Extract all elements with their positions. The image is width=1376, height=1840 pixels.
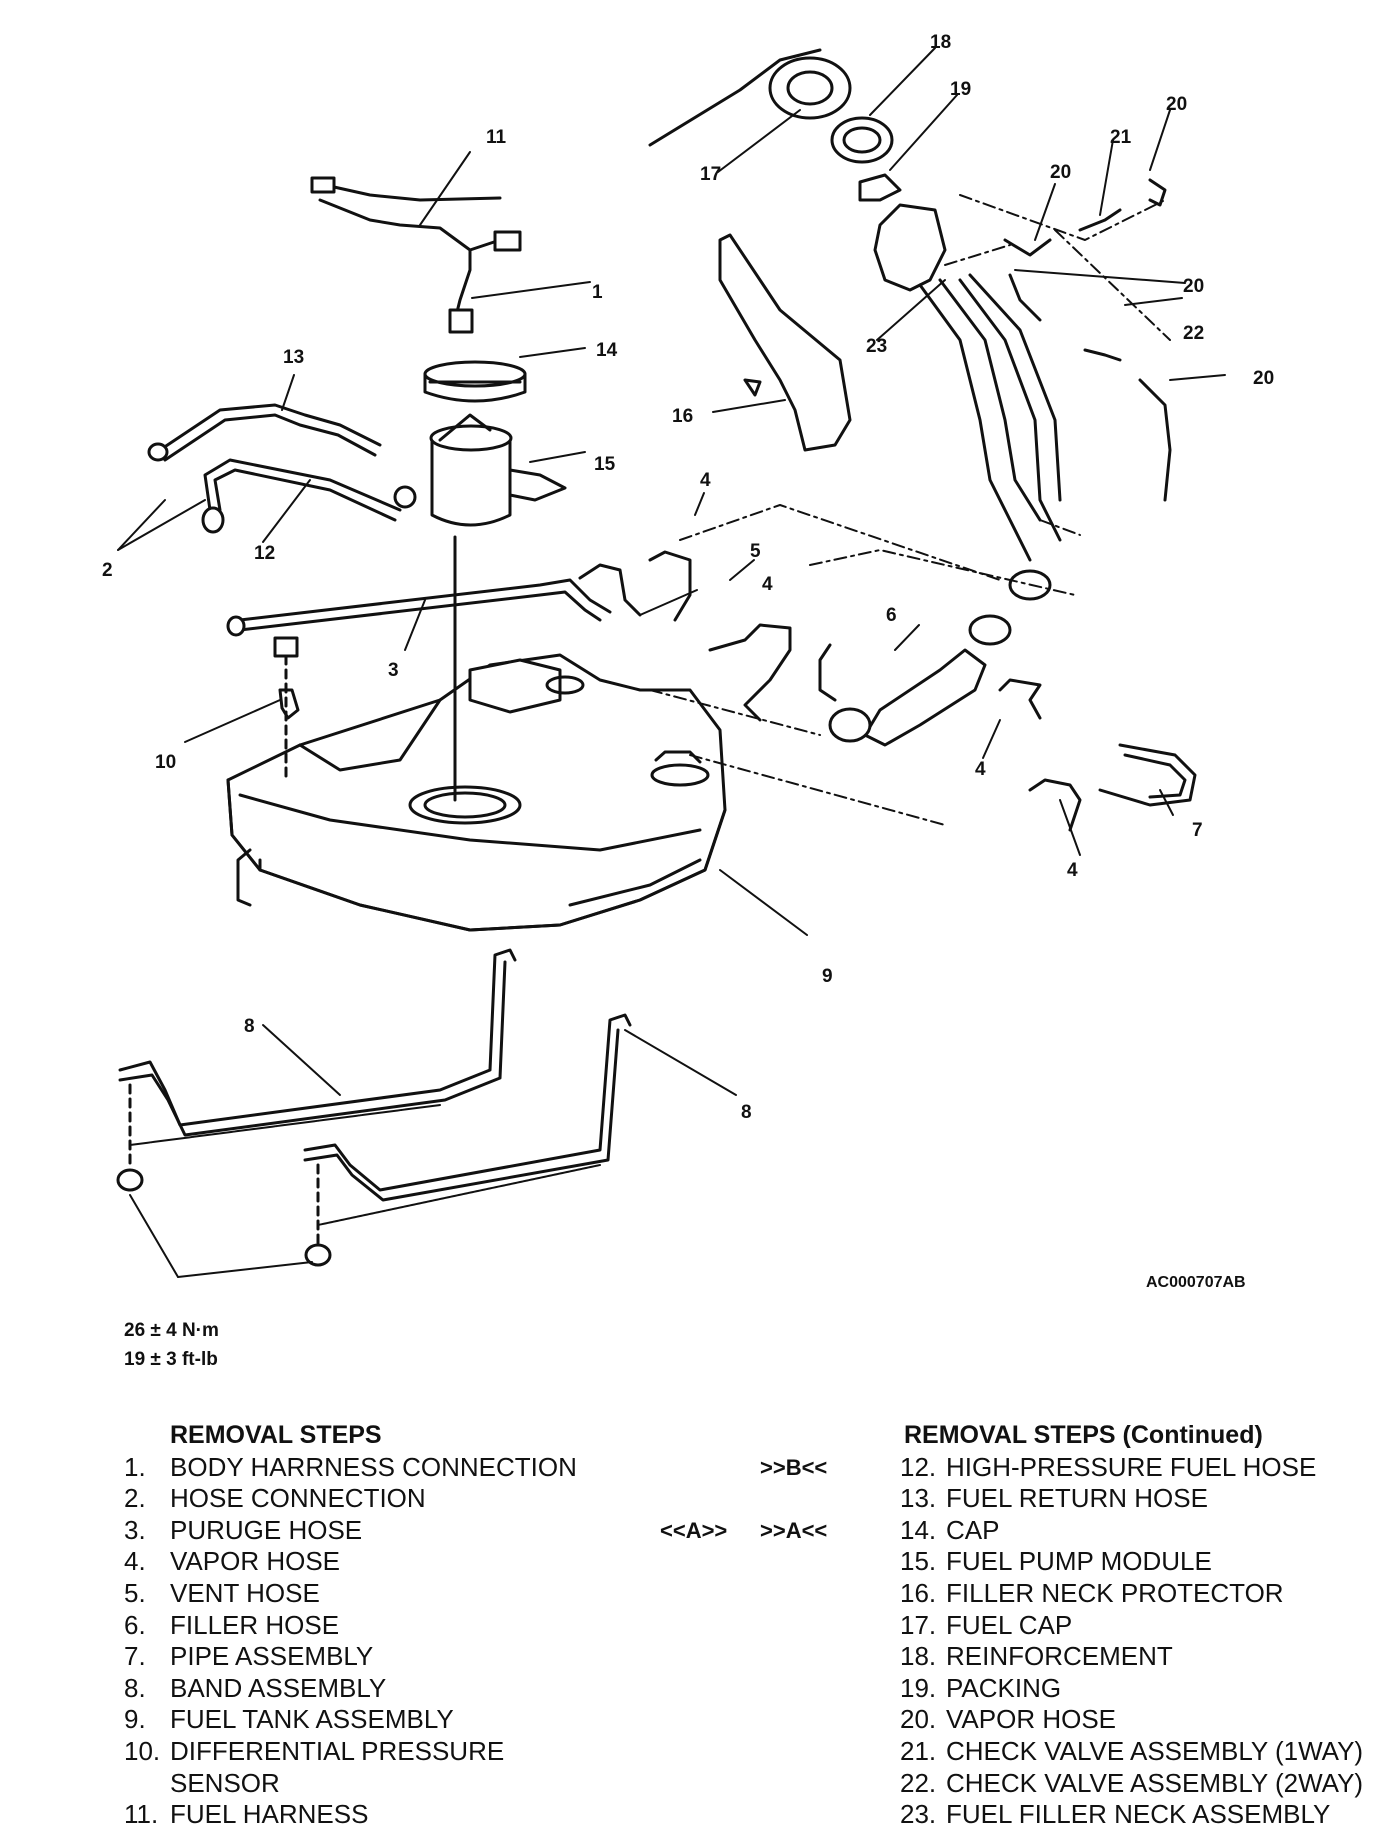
fuel-filler-neck-assembly [873,203,1062,601]
marker-b: >>B<< [760,1455,828,1480]
callout-6: 6 [886,605,897,626]
list-item: 1.BODY HARRNESS CONNECTION [124,1451,577,1482]
list-item: 9.FUEL TANK ASSEMBLY [124,1704,454,1735]
figure-code: AC000707AB [1146,1274,1246,1291]
pipe-assembly [1098,743,1197,807]
list-item: 22.CHECK VALVE ASSEMBLY (2WAY) [900,1767,1364,1798]
callout-11: 11 [486,127,507,148]
list-item: 8.BAND ASSEMBLY [124,1672,387,1703]
callout-8-left: 8 [244,1016,255,1037]
band-assemblies [116,948,632,1267]
list-item: 4.VAPOR HOSE [124,1546,341,1577]
callout-8-right: 8 [741,1102,752,1123]
callout-13: 13 [283,347,304,368]
list-item: 7.PIPE ASSEMBLY [124,1641,374,1672]
callout-4-d: 4 [1067,860,1078,881]
vapor-hoses [578,550,1082,832]
list-item: 18.REINFORCEMENT [900,1641,1173,1672]
callout-16: 16 [672,406,693,427]
fuel-pump-module [423,360,567,802]
leader-lines [117,47,1226,1278]
exploded-fuel-tank-diagram: 11 1 13 14 15 12 2 3 10 9 8 8 17 18 19 2… [102,32,1274,1278]
torque-spec-ftlb: 19 ± 3 ft-lb [124,1349,218,1370]
list-item: 21.CHECK VALVE ASSEMBLY (1WAY) [900,1735,1364,1766]
callout-20-left: 20 [1050,162,1071,183]
filler-hose [828,614,1012,747]
removal-steps-continued-list: REMOVAL STEPS (Continued) 12.HIGH-PRESSU… [900,1420,1363,1831]
callout-21: 21 [1110,127,1132,148]
list-item: 16.FILLER NECK PROTECTOR [900,1577,1284,1608]
list-item: 10.DIFFERENTIAL PRESSURE [124,1735,505,1766]
list-item: 13.FUEL RETURN HOSE [900,1483,1208,1514]
list-item: 12.HIGH-PRESSURE FUEL HOSE [900,1451,1317,1482]
list-item: 6.FILLER HOSE [124,1609,340,1640]
fuel-lines [147,403,417,534]
callout-7: 7 [1192,820,1203,841]
list-item: 5.VENT HOSE [124,1577,320,1608]
callout-14: 14 [596,340,618,361]
callout-17: 17 [700,164,721,185]
fuel-cap-group [648,48,902,202]
fuel-harness [310,176,522,334]
filler-neck-protector [718,233,852,452]
callout-20-right: 20 [1253,368,1274,389]
fuel-tank-assembly [226,653,727,932]
marker-a-remove: >>A<< [760,1518,828,1543]
list-item: 17.FUEL CAP [900,1609,1073,1640]
removal-steps-continued-heading: REMOVAL STEPS (Continued) [904,1421,1263,1449]
list-item: 20.VAPOR HOSE [900,1704,1117,1735]
check-valve-hoses [1003,178,1172,502]
callout-15: 15 [594,454,616,475]
torque-spec-nm: 26 ± 4 N·m [124,1320,219,1341]
assembly-dash-lines [649,194,1171,826]
list-item: 11.FUEL HARNESS [124,1799,369,1830]
list-item: SENSOR [170,1767,280,1798]
callout-19: 19 [950,79,971,100]
callout-3: 3 [388,660,399,681]
callout-4-c: 4 [975,759,986,780]
callout-labels: 11 1 13 14 15 12 2 3 10 9 8 8 17 18 19 2… [102,32,1274,1123]
removal-steps-heading: REMOVAL STEPS [170,1421,382,1449]
callout-20-mid: 20 [1183,276,1204,297]
callout-10: 10 [155,752,176,773]
differential-pressure-sensor [273,636,300,782]
list-item: 19.PACKING [900,1672,1062,1703]
list-item: 23.FUEL FILLER NECK ASSEMBLY [900,1799,1331,1830]
list-item: 15.FUEL PUMP MODULE [900,1546,1212,1577]
purge-hose [226,578,612,637]
callout-20-top: 20 [1166,94,1187,115]
callout-23: 23 [866,336,887,357]
callout-4-a: 4 [700,470,711,491]
callout-18: 18 [930,32,951,53]
callout-4-b: 4 [762,574,773,595]
callout-12: 12 [254,543,275,564]
callout-2: 2 [102,560,113,581]
list-item: 3.PURUGE HOSE [124,1514,363,1545]
callout-22: 22 [1183,323,1204,344]
list-item: 2.HOSE CONNECTION [124,1483,426,1514]
removal-steps-list: REMOVAL STEPS 1.BODY HARRNESS CONNECTION… [124,1420,577,1831]
callout-9: 9 [822,966,833,987]
callout-5: 5 [750,541,761,562]
callout-1: 1 [592,282,603,303]
list-item: 14.CAP [900,1514,1000,1545]
marker-a-install: <<A>> [660,1518,728,1543]
